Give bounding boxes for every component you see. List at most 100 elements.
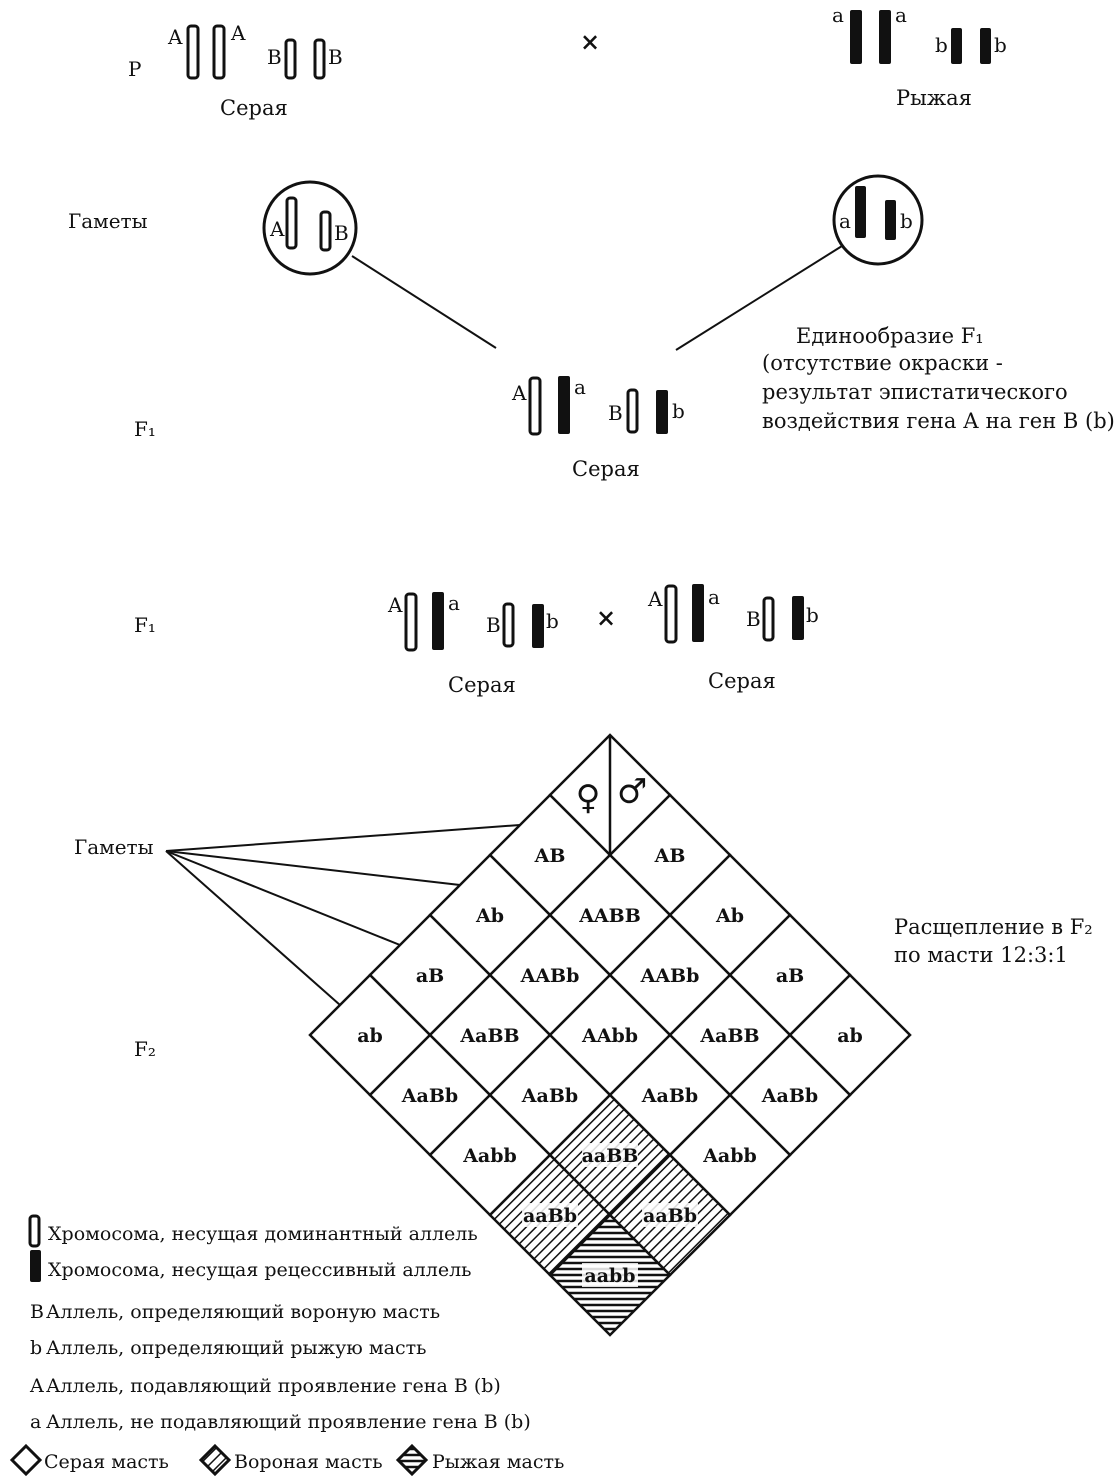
allele-label: A [230,21,246,45]
parent-right-chromosomes: a a b b [832,3,1007,64]
gamete-pointer-line [165,850,461,886]
legend-allele-symbol: b [30,1337,42,1359]
legend-allele-symbol: A [29,1375,44,1397]
parent-left-phenotype: Серая [220,96,288,120]
allele-label: a [574,375,586,399]
genotype-label: aabb [584,1265,635,1287]
allele-label: A [167,25,183,49]
allele-label: A [387,593,403,617]
parent-left-chromosomes: A A B B [167,21,343,80]
female-gamete-label: AB [534,845,566,867]
genotype-label: AABb [640,965,700,987]
note-line: воздействия гена А на ген В (b) [762,409,1115,433]
genotype-label-backdrop [582,1263,638,1287]
f2-segregation-note: Расщепление в F₂ по масти 12:3:1 [894,915,1093,967]
male-gamete-label: ab [837,1025,863,1047]
note-line: по масти 12:3:1 [894,943,1068,967]
male-gamete-label: AB [654,845,686,867]
note-line: (отсутствие окраски - [762,351,1003,375]
genotype-label: aaBB [582,1145,639,1167]
allele-label: b [806,603,819,627]
legend-dominant-text: Хромосома, несущая доминантный аллель [48,1223,478,1245]
gamete-pointer-line [165,824,521,852]
note-line: Расщепление в F₂ [894,915,1093,939]
legend-allele-symbol: a [30,1411,41,1433]
genotype-label-backdrop [522,1203,578,1227]
female-symbol-icon: ♀ [576,778,601,818]
legend-coat-grey: Серая масть [44,1451,169,1473]
dominant-chromosome [626,388,639,434]
parent-right-phenotype: Рыжая [896,86,972,110]
allele-label: B [486,613,501,637]
allele-label: a [448,591,460,615]
genotype-label: Aabb [702,1145,757,1167]
gamete-pointer-lines [165,824,521,1006]
legend-allele-text: Аллель, подавляющий проявление гена В (b… [46,1375,501,1397]
dominant-chromosome [528,376,542,436]
dominant-chromosome [285,196,298,250]
genotype-label: AaBb [401,1085,458,1107]
fusion-line-left [351,255,497,349]
legend-allele-text: Аллель, определяющий рыжую масть [46,1337,426,1359]
note-line: Единообразие F₁ [796,324,984,348]
f1-label: F₁ [134,417,156,441]
f1-phenotype: Серая [572,457,640,481]
recessive-chromosome-swatch [30,1250,41,1282]
recessive-chromosome [951,28,962,64]
recessive-chromosome [792,596,804,640]
f1-uniformity-note: Единообразие F₁ (отсутствие окраски - ре… [762,324,1115,433]
genotype-label-backdrop [642,1203,698,1227]
allele-label: b [994,33,1007,57]
genotype-label: AaBB [459,1025,519,1047]
genotype-label: AaBb [761,1085,818,1107]
dominant-chromosome [313,38,326,80]
note-line: результат эпистатического [762,380,1068,404]
dominant-chromosome [502,602,515,648]
legend: Хромосома, несущая доминантный аллель Хр… [9,1214,564,1477]
allele-label: a [832,3,844,27]
recessive-chromosome [656,390,668,434]
punnett-square: ♀♂ABAbaBabABAABBAABbAaBBAaBbAbAABbAAbbAa… [308,733,912,1337]
allele-label: B [328,45,343,69]
recessive-chromosome [692,584,704,642]
f1-cross-left-chromosomes: A a B b [387,591,559,652]
recessive-chromosome [432,592,444,650]
genotype-label: AaBb [641,1085,698,1107]
genotype-label: AABB [578,905,641,927]
dominant-chromosome [284,38,297,80]
recessive-chromosome [980,28,991,64]
f2-label: F₂ [134,1037,156,1061]
allele-label: A [269,217,285,241]
dominant-chromosome [762,596,775,642]
diamond-horizontal-hatch-icon [395,1443,429,1477]
female-gamete-label: ab [357,1025,383,1047]
dominant-chromosome [212,24,226,80]
parents-label: P [128,57,141,81]
allele-label: a [895,3,907,27]
gamete-pointer-line [165,850,401,946]
genotype-label: AAbb [581,1025,638,1047]
f1-cross-right-chromosomes: A a B b [647,584,819,644]
legend-recessive-text: Хромосома, несущая рецессивный аллель [48,1259,471,1281]
diamond-empty-icon [9,1443,43,1477]
legend-allele-text: Аллель, не подавляющий проявление гена В… [46,1411,531,1433]
recessive-chromosome [885,200,896,240]
allele-label: B [746,607,761,631]
allele-label: a [708,585,720,609]
punnett-gametes-label: Гаметы [74,835,154,859]
legend-coat-red: Рыжая масть [432,1451,564,1473]
genotype-label: AaBB [699,1025,759,1047]
gamete-left: A B [262,180,358,276]
genotype-label: AABb [520,965,580,987]
legend-allele-text: Аллель, определяющий вороную масть [46,1301,440,1323]
fusion-line-right [675,245,843,351]
dominant-chromosome [186,24,200,80]
dominant-chromosome-swatch [28,1214,41,1248]
f1-cross-left-phenotype: Серая [448,673,516,697]
male-gamete-label: aB [776,965,804,987]
genotype-label: Aabb [462,1145,517,1167]
female-gamete-label: aB [416,965,444,987]
genotype-label: aaBb [523,1205,577,1227]
recessive-chromosome [558,376,570,434]
